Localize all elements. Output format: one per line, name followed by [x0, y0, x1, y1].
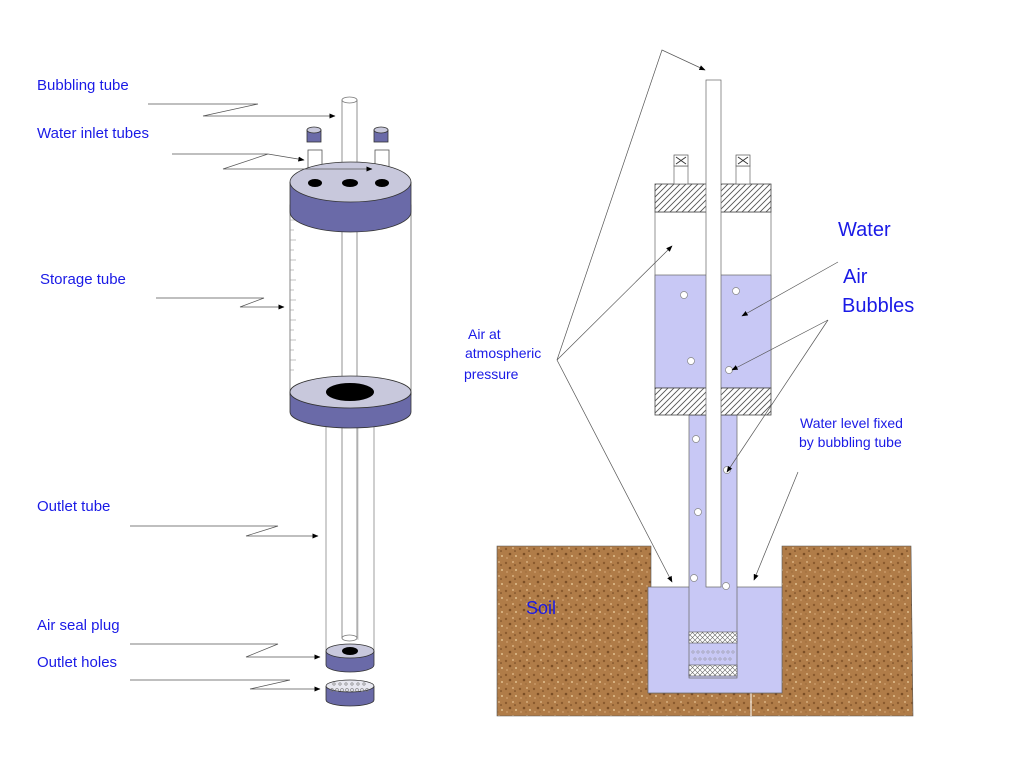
- left-device: [289, 96, 412, 707]
- leader-outlet-holes: [130, 679, 321, 692]
- scale-ticks-left: [290, 219, 296, 371]
- water-inlet-cap-left: [306, 126, 322, 143]
- bubbling-tube: [341, 96, 358, 642]
- label-bubbling-tube: Bubbling tube: [37, 77, 129, 94]
- water-inlet-cap-right: [373, 126, 389, 143]
- right-leaders: [556, 49, 839, 583]
- leader-water-level: [753, 471, 799, 581]
- label-outlet-tube: Outlet tube: [37, 498, 111, 515]
- label-water: Water: [838, 219, 891, 241]
- label-air-pressure-2: atmospheric: [465, 345, 542, 361]
- outlet-holes-disc: [325, 679, 375, 707]
- leader-air-seal-plug: [130, 643, 321, 660]
- leader-bubbles-1: [731, 319, 829, 371]
- leader-air-mid: [556, 245, 673, 361]
- left-leaders: [130, 103, 373, 692]
- air-seal-plug: [325, 643, 375, 673]
- leader-water-inlet: [172, 153, 373, 172]
- storage-top-cap: [289, 161, 412, 233]
- label-storage-tube: Storage tube: [40, 271, 126, 288]
- label-soil: Soil: [526, 598, 557, 618]
- label-water-inlet-tubes: Water inlet tubes: [37, 125, 149, 142]
- label-air-pressure-1: Air at: [468, 326, 501, 342]
- inlet-valves-right: [673, 154, 751, 185]
- leader-air-top: [556, 49, 706, 361]
- label-air-seal-plug: Air seal plug: [37, 617, 120, 634]
- leader-bubbles-2: [726, 319, 829, 473]
- leader-outlet-tube: [130, 525, 319, 539]
- storage-bottom-cap: [289, 375, 412, 429]
- leader-water-inlet-2: [267, 153, 305, 162]
- leader-storage-tube: [156, 297, 285, 310]
- leader-air-bottom: [556, 359, 673, 583]
- bubbling-tube-right: [705, 79, 722, 588]
- label-outlet-holes: Outlet holes: [37, 654, 118, 671]
- label-water-level-2: by bubbling tube: [799, 434, 902, 450]
- leader-bubbling-tube: [148, 103, 336, 119]
- leader-water: [741, 261, 839, 317]
- label-water-level-1: Water level fixed: [800, 415, 903, 431]
- label-air-bubbles-1: Air: [843, 266, 868, 288]
- label-air-pressure-3: pressure: [464, 366, 519, 382]
- label-air-bubbles-2: Bubbles: [842, 295, 915, 317]
